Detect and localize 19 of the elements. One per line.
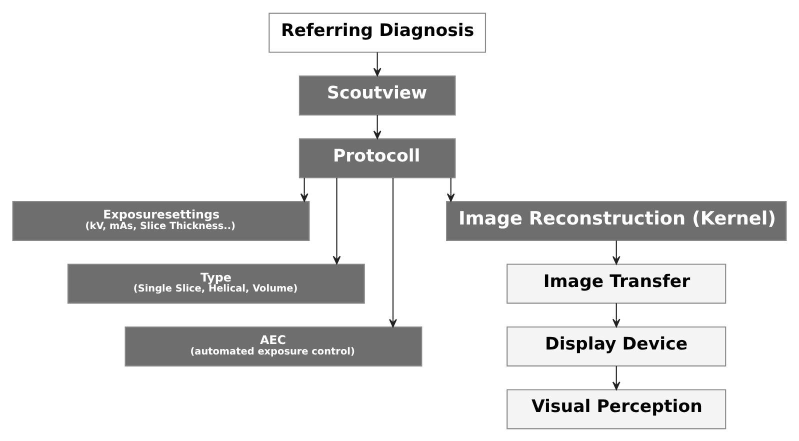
node-box: Visual Perception bbox=[506, 388, 726, 429]
node-box: Image Transfer bbox=[506, 263, 726, 304]
arrow bbox=[389, 178, 397, 327]
arrow bbox=[332, 177, 341, 264]
node-box: Exposuresettings (kV, mAs, Slice Thickness..) bbox=[12, 200, 310, 240]
node-box: AEC (automated exposure control) bbox=[124, 326, 422, 366]
node-box: Display Device bbox=[506, 326, 726, 366]
node-box: Referring Diagnosis bbox=[268, 12, 486, 52]
arrow bbox=[373, 114, 382, 139]
arrow bbox=[373, 52, 382, 76]
arrow bbox=[612, 302, 620, 327]
arrow bbox=[612, 240, 620, 264]
node-box: Protocoll bbox=[298, 138, 456, 178]
node-box: Type (Single Slice, Helical, Volume) bbox=[67, 263, 365, 304]
node-box: Image Reconstruction (Kernel) bbox=[446, 200, 787, 240]
node-box: Scoutview bbox=[298, 75, 456, 116]
arrow bbox=[446, 177, 455, 202]
arrow bbox=[300, 177, 308, 202]
arrow bbox=[612, 365, 620, 390]
